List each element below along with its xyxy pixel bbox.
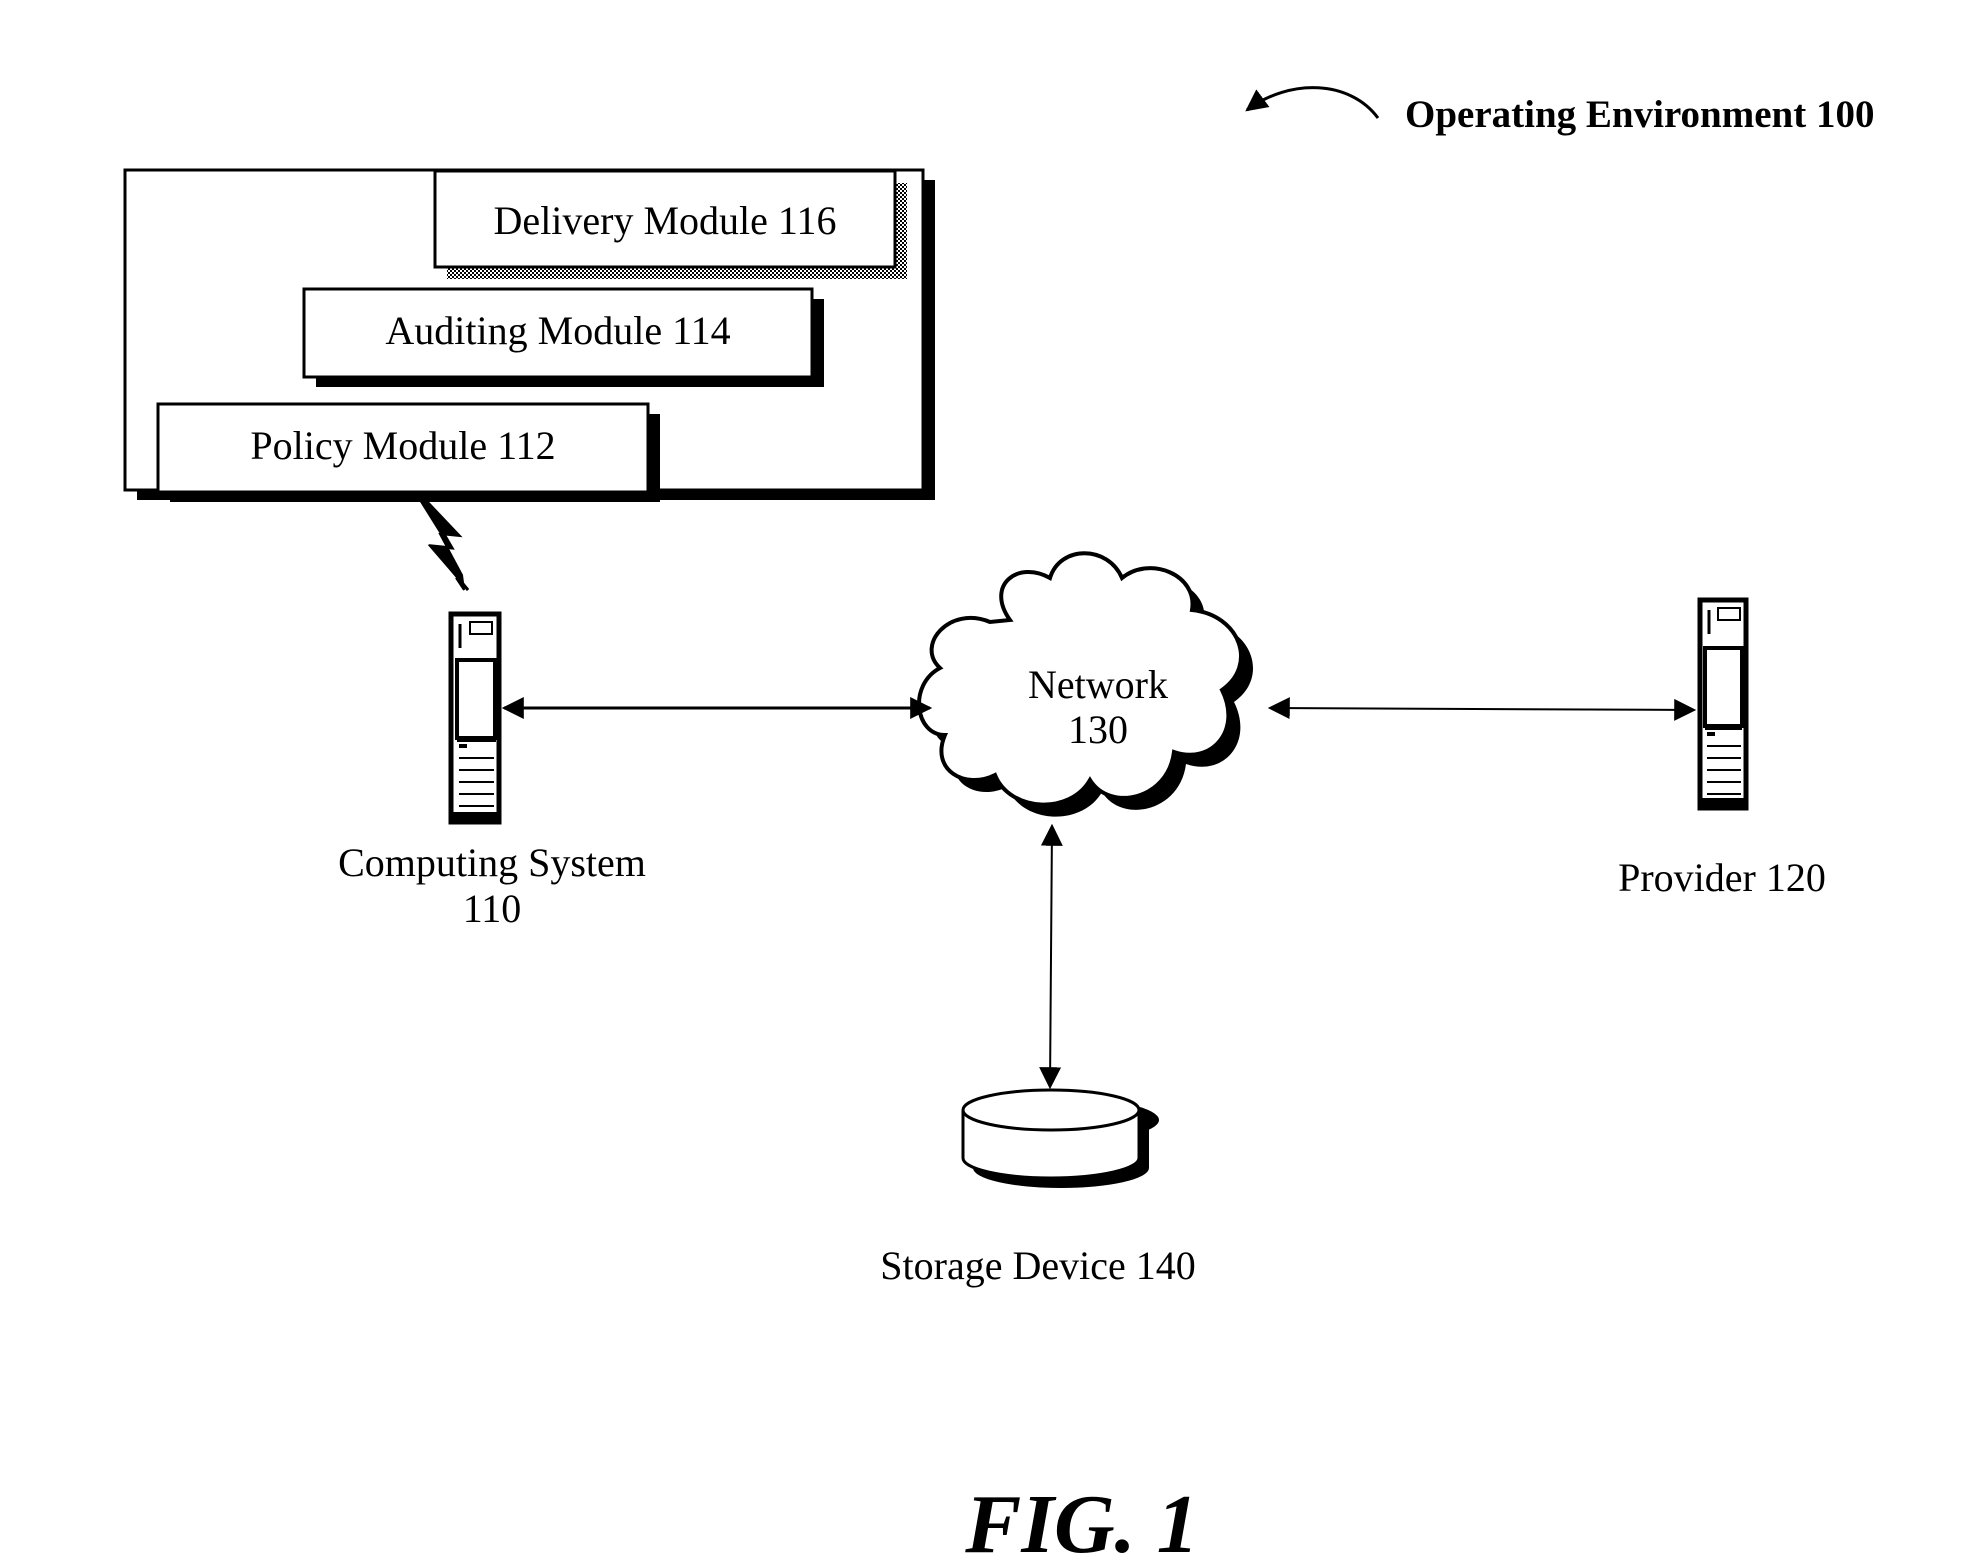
figure-label: FIG. 1 <box>964 1478 1198 1555</box>
wireless-link-bolt <box>420 498 468 590</box>
delivery-module-label: Delivery Module 116 <box>494 198 837 243</box>
computing-system-server-icon <box>451 614 499 822</box>
provider-server-icon <box>1700 600 1746 808</box>
computing-system-label-line2: 110 <box>463 886 522 931</box>
network-label-line2: 130 <box>1068 707 1128 752</box>
auditing-module-label: Auditing Module 114 <box>385 308 730 353</box>
title-group: Operating Environment 100 <box>1247 88 1874 136</box>
module-container: Delivery Module 116 Auditing Module 114 … <box>125 170 935 502</box>
policy-module-box: Policy Module 112 <box>158 404 660 502</box>
policy-module-label: Policy Module 112 <box>250 423 555 468</box>
provider-label: Provider 120 <box>1618 855 1826 900</box>
network-storage-link <box>1050 826 1052 1087</box>
storage-device-icon <box>963 1090 1159 1188</box>
network-label-line1: Network <box>1028 662 1168 707</box>
auditing-module-box: Auditing Module 114 <box>304 289 824 387</box>
network-provider-link <box>1270 708 1694 710</box>
computing-system-label-line1: Computing System <box>338 840 646 885</box>
storage-device-label: Storage Device 140 <box>880 1243 1195 1288</box>
delivery-module-box: Delivery Module 116 <box>435 171 907 279</box>
title-pointer-arrow <box>1247 88 1378 118</box>
diagram-title: Operating Environment 100 <box>1405 93 1874 136</box>
